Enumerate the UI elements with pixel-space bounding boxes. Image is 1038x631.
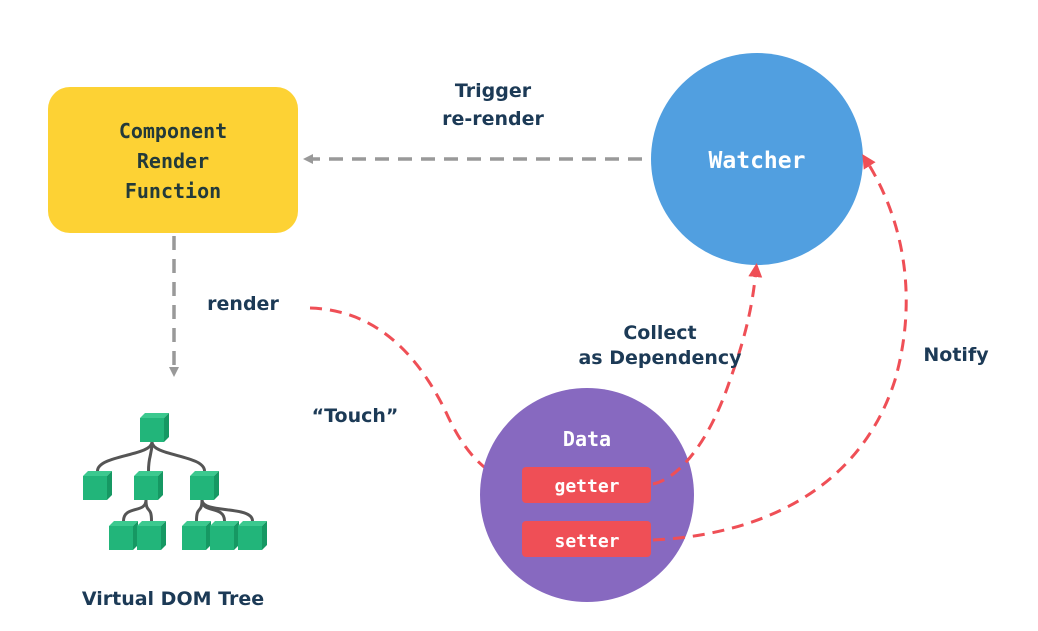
collect-dependency-edge: Collect as Dependency xyxy=(578,263,763,486)
tree-node-cube xyxy=(210,521,239,550)
component-label-line-1: Component xyxy=(119,119,227,143)
tree-edge xyxy=(122,499,148,522)
trigger-rerender-edge: Trigger re-render xyxy=(303,80,642,164)
tree-node-cube xyxy=(140,413,169,442)
touch-label: “Touch” xyxy=(312,405,399,427)
tree-edge xyxy=(144,499,153,522)
notify-edge: Notify xyxy=(652,154,989,542)
tree-node-cube xyxy=(190,471,219,500)
data-label: Data xyxy=(563,427,611,451)
tree-edge xyxy=(150,441,206,472)
tree-node-cube xyxy=(109,521,138,550)
setter-label: setter xyxy=(554,531,619,552)
getter-box xyxy=(522,467,651,503)
render-edge: render xyxy=(169,236,279,377)
touch-arrow xyxy=(309,306,519,488)
trigger-label-line-2: re-render xyxy=(442,108,544,130)
watcher-node: Watcher xyxy=(651,53,863,265)
setter-box xyxy=(522,521,651,557)
tree-node-cube xyxy=(137,521,166,550)
watcher-label: Watcher xyxy=(709,148,806,174)
tree-node-cube xyxy=(134,471,163,500)
tree-node-cube xyxy=(238,521,267,550)
touch-edge: “Touch” xyxy=(309,306,519,488)
tree-node-cube xyxy=(182,521,211,550)
collect-label-line-1: Collect xyxy=(623,322,696,344)
tree-node-cube xyxy=(83,471,112,500)
render-label: render xyxy=(207,293,279,315)
component-render-function-node: Component Render Function xyxy=(48,87,298,233)
vdom-label: Virtual DOM Tree xyxy=(82,588,264,610)
component-label-line-2: Render xyxy=(137,149,209,173)
collect-dependency-arrow xyxy=(652,263,763,486)
notify-label: Notify xyxy=(923,344,989,366)
getter-label: getter xyxy=(554,476,619,497)
notify-arrow xyxy=(652,154,908,542)
collect-label-line-2: as Dependency xyxy=(578,347,742,369)
tree-edge xyxy=(96,441,154,472)
data-node: Data getter setter xyxy=(480,388,694,602)
component-box xyxy=(48,87,298,233)
tree-edge xyxy=(200,499,254,522)
trigger-label-line-1: Trigger xyxy=(455,80,532,102)
component-label-line-3: Function xyxy=(125,179,221,203)
tree-icon xyxy=(83,413,267,550)
watcher-circle xyxy=(651,53,863,265)
